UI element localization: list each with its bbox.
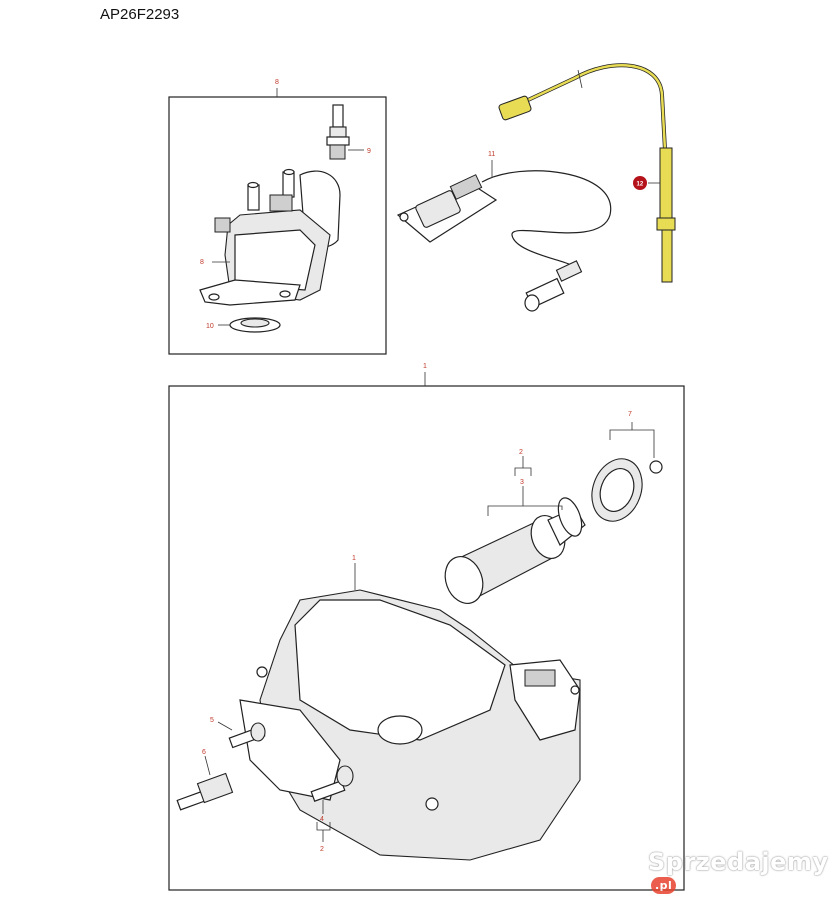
callout-pump-1: 1 bbox=[352, 555, 356, 562]
watermark-text: Sprzedajemy bbox=[648, 848, 829, 876]
seal-10 bbox=[218, 317, 281, 333]
filter-cap-7 bbox=[591, 422, 663, 522]
callout-nox-11: 11 bbox=[488, 151, 495, 158]
callout-filter-3: 3 bbox=[520, 479, 524, 486]
pump-assembly-box: 1 7 2 3 bbox=[168, 363, 685, 891]
callout-cap-7: 7 bbox=[628, 411, 632, 418]
dosing-module-box: 8 9 8 bbox=[168, 79, 387, 355]
drawing-code: AP26F2293 bbox=[100, 6, 180, 23]
callout-sensor-9: 9 bbox=[367, 148, 371, 155]
callout-group-2: 2 bbox=[320, 846, 324, 853]
fitting-group-4-2 bbox=[310, 765, 354, 842]
fitting-6 bbox=[176, 755, 234, 811]
filter-element-2-3 bbox=[444, 456, 586, 604]
callout-main-box: 1 bbox=[423, 363, 427, 370]
callout-filter-2: 2 bbox=[519, 449, 523, 456]
temperature-sensor-12 bbox=[498, 63, 676, 283]
callout-doser-8: 8 bbox=[200, 259, 204, 266]
doser-body-8 bbox=[199, 168, 341, 306]
watermark: Sprzedajemy.pl bbox=[648, 848, 837, 904]
fitting-5 bbox=[217, 721, 266, 749]
pump-body-1 bbox=[239, 563, 581, 861]
callout-top-box: 8 bbox=[275, 79, 279, 86]
callout-group-4: 4 bbox=[320, 816, 324, 823]
pressure-sensor-9 bbox=[326, 104, 364, 160]
callout-fitting-5: 5 bbox=[210, 717, 214, 724]
nox-sensor-11 bbox=[396, 160, 612, 312]
callout-seal-10: 10 bbox=[206, 323, 214, 330]
callout-badge-12 bbox=[633, 176, 647, 190]
callout-temp-12: 12 bbox=[637, 182, 644, 188]
watermark-tld: .pl bbox=[651, 877, 677, 894]
callout-fitting-6: 6 bbox=[202, 749, 206, 756]
